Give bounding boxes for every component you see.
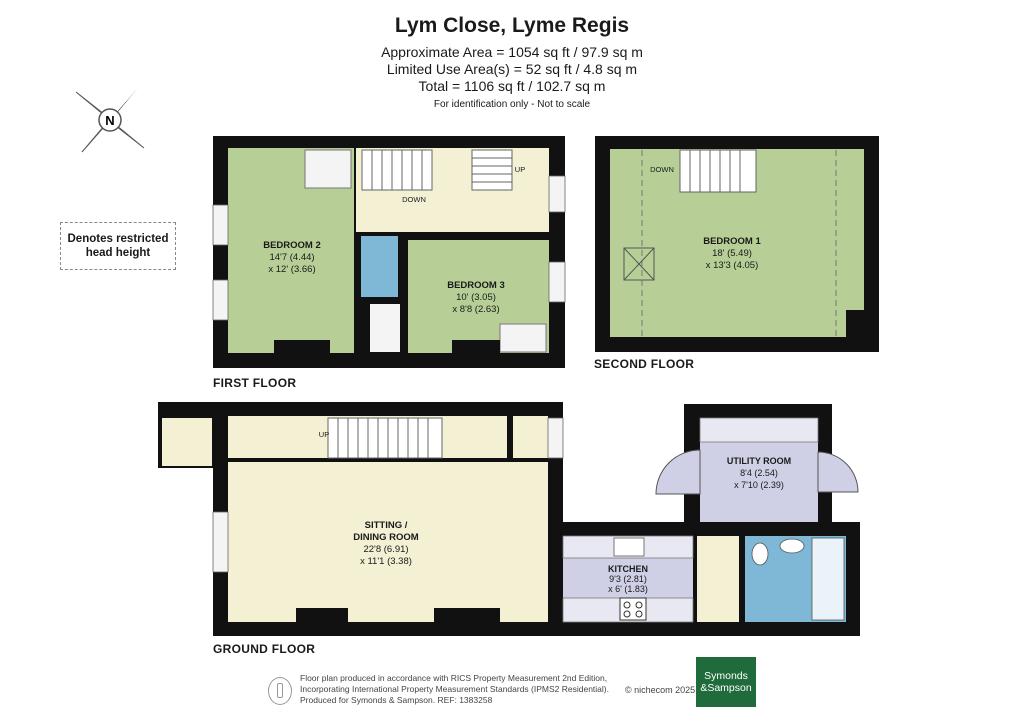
first-floor-stairs-up-label: UP bbox=[515, 165, 525, 174]
footer-line-2: Incorporating International Property Mea… bbox=[300, 684, 609, 694]
total-area: Total = 1106 sq ft / 102.7 sq m bbox=[418, 78, 606, 94]
utility-room-dim1: 8'4 (2.54) bbox=[740, 468, 778, 478]
logo-line-2: &Sampson bbox=[700, 682, 752, 694]
ground-floor-plan bbox=[158, 402, 860, 636]
shower-tray-icon bbox=[811, 537, 845, 621]
ground-floor-stairs-up-label: UP bbox=[319, 430, 329, 439]
bedroom-2-dim2: x 12' (3.66) bbox=[268, 264, 315, 275]
identification-note: For identification only - Not to scale bbox=[433, 99, 591, 110]
kitchen-dim1: 9'3 (2.81) bbox=[609, 574, 647, 584]
utility-room-dim2: x 7'10 (2.39) bbox=[734, 480, 784, 490]
copyright-notice: © nichecom 2025. bbox=[625, 685, 698, 695]
sitting-room-label-2: DINING ROOM bbox=[353, 532, 419, 543]
bedroom-2-wardrobe bbox=[304, 149, 352, 189]
first-floor-stairs-down-label: DOWN bbox=[402, 195, 426, 204]
second-floor-stairs-down-label: DOWN bbox=[650, 165, 674, 174]
bedroom-1-dim2: x 13'3 (4.05) bbox=[706, 260, 759, 271]
compass-icon: N bbox=[75, 88, 145, 153]
property-title: Lym Close, Lyme Regis bbox=[394, 14, 630, 37]
bedroom-3-label: BEDROOM 3 bbox=[447, 280, 505, 291]
kitchen-sink-icon bbox=[613, 537, 645, 557]
bedroom-1-label: BEDROOM 1 bbox=[703, 236, 761, 247]
footer-line-1: Floor plan produced in accordance with R… bbox=[300, 673, 608, 683]
utility-room-label: UTILITY ROOM bbox=[727, 456, 791, 466]
first-floor-plan bbox=[212, 136, 566, 368]
skylight-icon bbox=[623, 247, 655, 281]
agent-logo: Symonds &Sampson bbox=[696, 657, 756, 707]
kitchen-label: KITCHEN bbox=[608, 564, 648, 574]
compass-north-label: N bbox=[105, 113, 114, 128]
first-floor-cupboard bbox=[370, 304, 400, 352]
sitting-dining-room-area bbox=[228, 462, 548, 622]
second-floor-plan bbox=[595, 136, 879, 352]
bedroom-2-label: BEDROOM 2 bbox=[263, 240, 321, 251]
first-floor-stairs-up bbox=[471, 149, 513, 191]
first-floor-bathroom bbox=[361, 236, 398, 297]
second-floor-stairs bbox=[679, 149, 757, 193]
legend-line-2: head height bbox=[85, 247, 151, 259]
footer-line-3: Produced for Symonds & Sampson. REF: 138… bbox=[300, 695, 493, 705]
first-floor-label: FIRST FLOOR bbox=[213, 376, 297, 390]
plan-header: Lym Close, Lyme Regis Approximate Area =… bbox=[0, 14, 1024, 110]
legend-line-1: Denotes restricted bbox=[67, 233, 169, 245]
first-floor-stairs-down bbox=[361, 149, 433, 191]
approximate-area: Approximate Area = 1054 sq ft / 97.9 sq … bbox=[381, 44, 643, 60]
logo-line-1: Symonds bbox=[704, 670, 748, 682]
bedroom-3-dim2: x 8'8 (2.63) bbox=[452, 304, 499, 315]
bedroom-3-wardrobe bbox=[499, 323, 547, 353]
limited-use-area: Limited Use Area(s) = 52 sq ft / 4.8 sq … bbox=[386, 61, 638, 77]
accessibility-person-icon bbox=[268, 677, 292, 705]
bedroom-2-dim1: 14'7 (4.44) bbox=[269, 252, 314, 263]
kitchen-dim2: x 6' (1.83) bbox=[608, 584, 648, 594]
footer-disclaimer: Floor plan produced in accordance with R… bbox=[300, 673, 609, 706]
bedroom-3-dim1: 10' (3.05) bbox=[456, 292, 496, 303]
second-floor-label: SECOND FLOOR bbox=[594, 357, 695, 371]
toilet-icon bbox=[751, 542, 769, 566]
ground-floor-label: GROUND FLOOR bbox=[213, 642, 316, 656]
sitting-room-dim1: 22'8 (6.91) bbox=[363, 544, 408, 555]
sitting-room-label-1: SITTING / bbox=[365, 520, 408, 531]
entrance-porch bbox=[162, 418, 212, 466]
rear-lobby bbox=[697, 536, 739, 622]
restricted-height-legend: Denotes restricted head height bbox=[60, 222, 176, 270]
sitting-room-dim2: x 11'1 (3.38) bbox=[360, 556, 412, 567]
bedroom-1-dim1: 18' (5.49) bbox=[712, 248, 752, 259]
basin-icon bbox=[779, 538, 805, 554]
ground-floor-stairs bbox=[327, 417, 443, 459]
hob-icon bbox=[619, 597, 647, 621]
